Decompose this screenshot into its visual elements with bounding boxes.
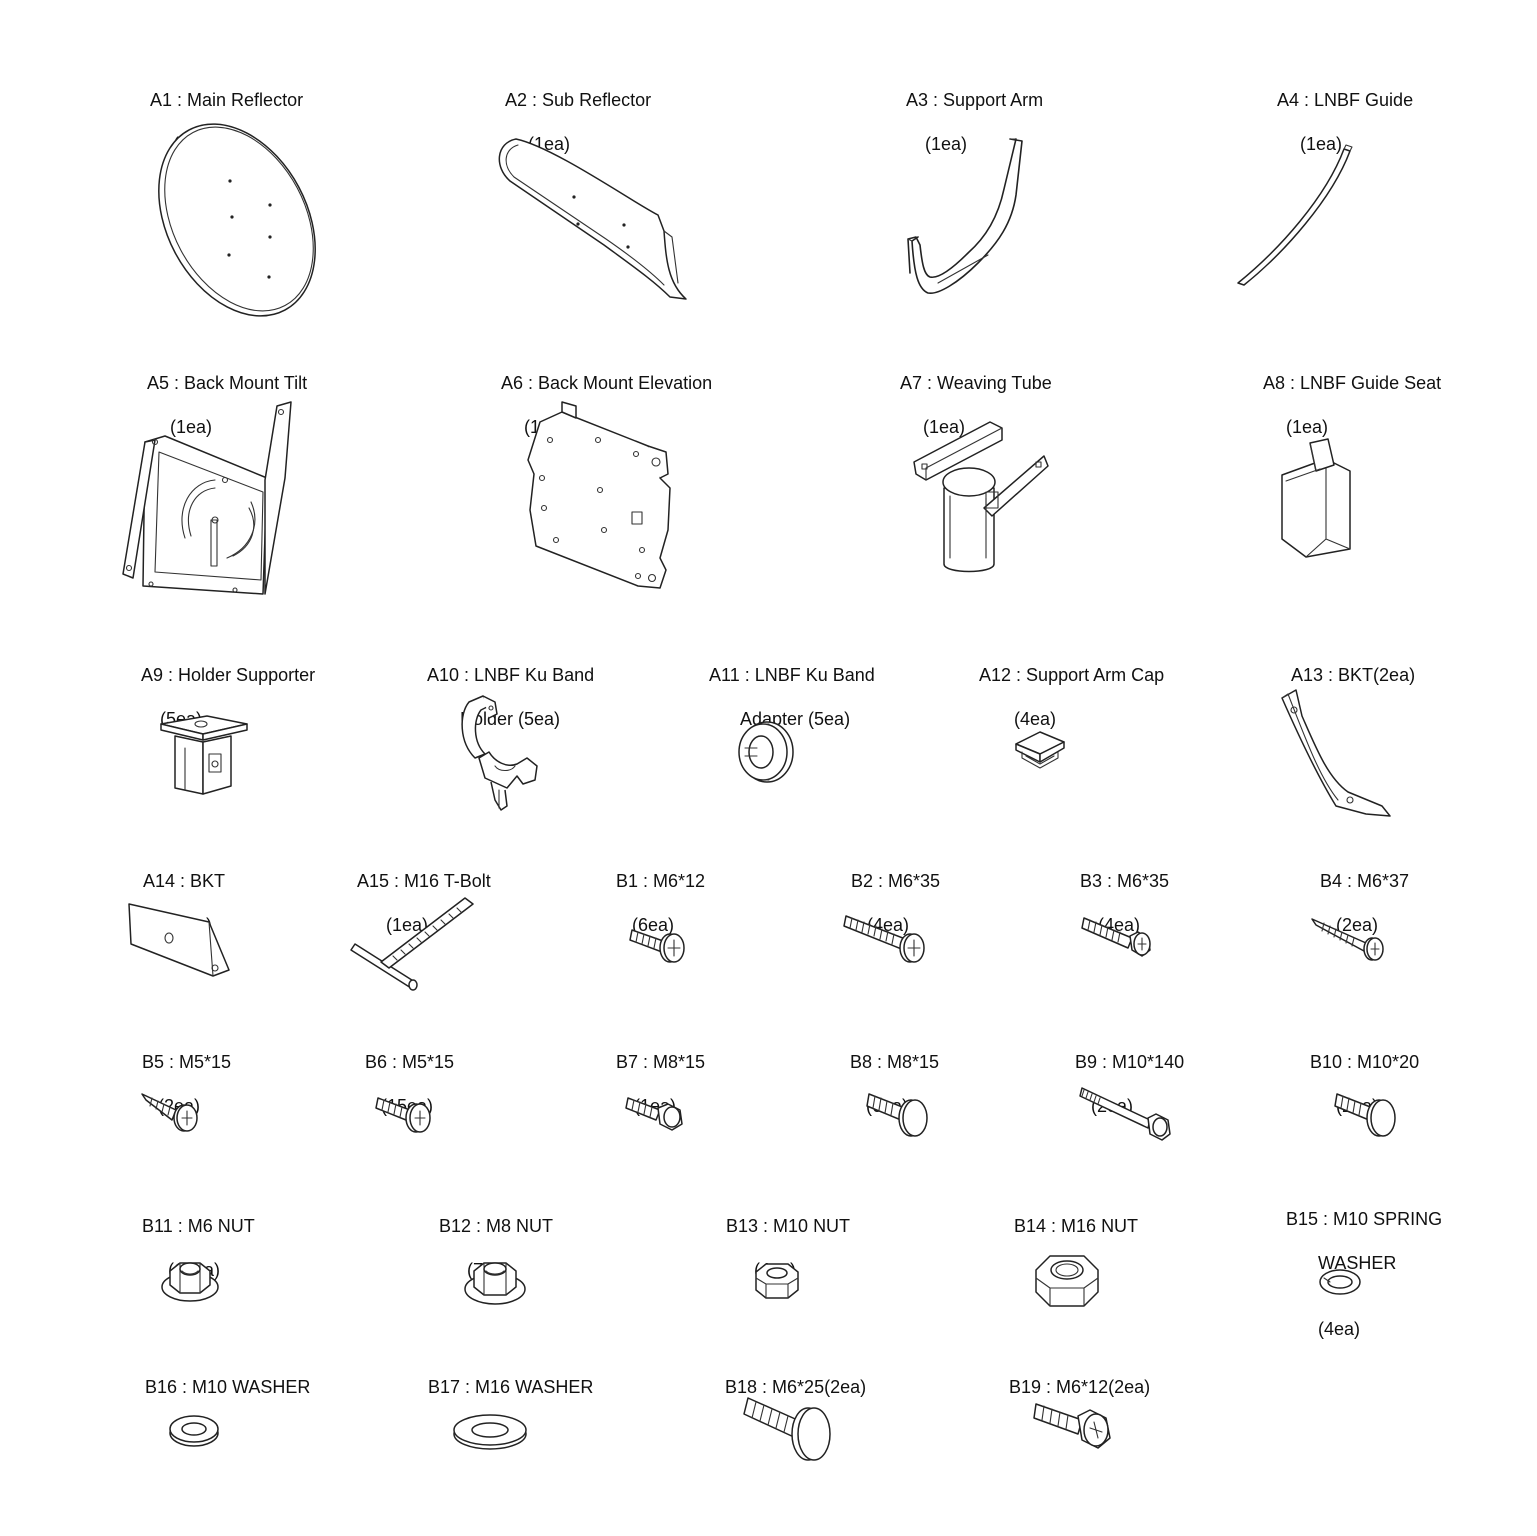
nut-b11-drawing — [158, 1255, 222, 1305]
screw-b5-drawing — [140, 1088, 206, 1138]
part-label: A15 : M16 T-Bolt (1ea) — [357, 871, 491, 935]
part-label: A7 : Weaving Tube (1ea) — [900, 373, 1052, 437]
part-label: A13 : BKT(2ea) — [1291, 665, 1416, 685]
bolt-b10-drawing — [1333, 1088, 1401, 1142]
part-label: A6 : Back Mount Elevation (1ea) — [501, 373, 713, 437]
part-label: B15 : M10 SPRING WASHER (4ea) — [1286, 1209, 1443, 1339]
spring-washer-drawing — [1316, 1266, 1364, 1298]
support-arm-drawing — [898, 133, 1038, 303]
bolt-b18-drawing — [742, 1392, 838, 1470]
bolt-b9-drawing — [1078, 1082, 1176, 1146]
main-reflector-drawing — [140, 115, 340, 325]
support-arm-cap-drawing — [1012, 726, 1072, 772]
sub-reflector-drawing — [494, 133, 694, 303]
part-label: B7 : M8*15 (1ea) — [616, 1052, 706, 1116]
part-label: A8 : LNBF Guide Seat (1ea) — [1263, 373, 1442, 437]
screw-b6-drawing — [372, 1090, 440, 1140]
bkt-flat-drawing — [125, 900, 235, 980]
back-mount-tilt-drawing — [115, 398, 305, 598]
part-label: A3 : Support Arm (1ea) — [906, 90, 1044, 154]
bolt-b8-drawing — [865, 1088, 933, 1142]
lnbf-ku-band-adapter-drawing — [733, 718, 803, 788]
nut-b12-drawing — [462, 1255, 528, 1307]
screw-b3-drawing — [1080, 912, 1160, 968]
nut-b14-drawing — [1032, 1250, 1102, 1310]
part-label: A4 : LNBF Guide (1ea) — [1277, 90, 1414, 154]
part-label: A2 : Sub Reflector (1ea) — [505, 90, 652, 154]
washer-b17-drawing — [450, 1412, 530, 1452]
screw-b2-drawing — [842, 908, 937, 973]
lnbf-guide-drawing — [1228, 143, 1368, 293]
bolt-b19-drawing — [1032, 1398, 1118, 1466]
part-label: A12 : Support Arm Cap (4ea) — [979, 665, 1165, 729]
t-bolt-drawing — [345, 890, 485, 995]
screw-b4-drawing — [1310, 915, 1390, 967]
lnbf-guide-seat-drawing — [1276, 435, 1366, 560]
part-label: A5 : Back Mount Tilt (1ea) — [147, 373, 308, 437]
part-label: B18 : M6*25(2ea) — [725, 1377, 867, 1397]
screw-b1-drawing — [626, 918, 696, 966]
lnbf-ku-band-holder-drawing — [455, 692, 560, 817]
screw-b7-drawing — [622, 1090, 690, 1138]
part-label: B19 : M6*12(2ea) — [1009, 1377, 1151, 1397]
weaving-tube-drawing — [910, 418, 1055, 576]
part-label: B1 : M6*12 (6ea) — [616, 871, 706, 935]
part-label: B4 : M6*37 (2ea) — [1320, 871, 1410, 935]
holder-supporter-drawing — [155, 712, 255, 795]
back-mount-elevation-drawing — [520, 400, 680, 594]
nut-b13-drawing — [752, 1258, 802, 1304]
washer-b16-drawing — [166, 1414, 222, 1448]
bkt-curved-drawing — [1276, 688, 1396, 818]
